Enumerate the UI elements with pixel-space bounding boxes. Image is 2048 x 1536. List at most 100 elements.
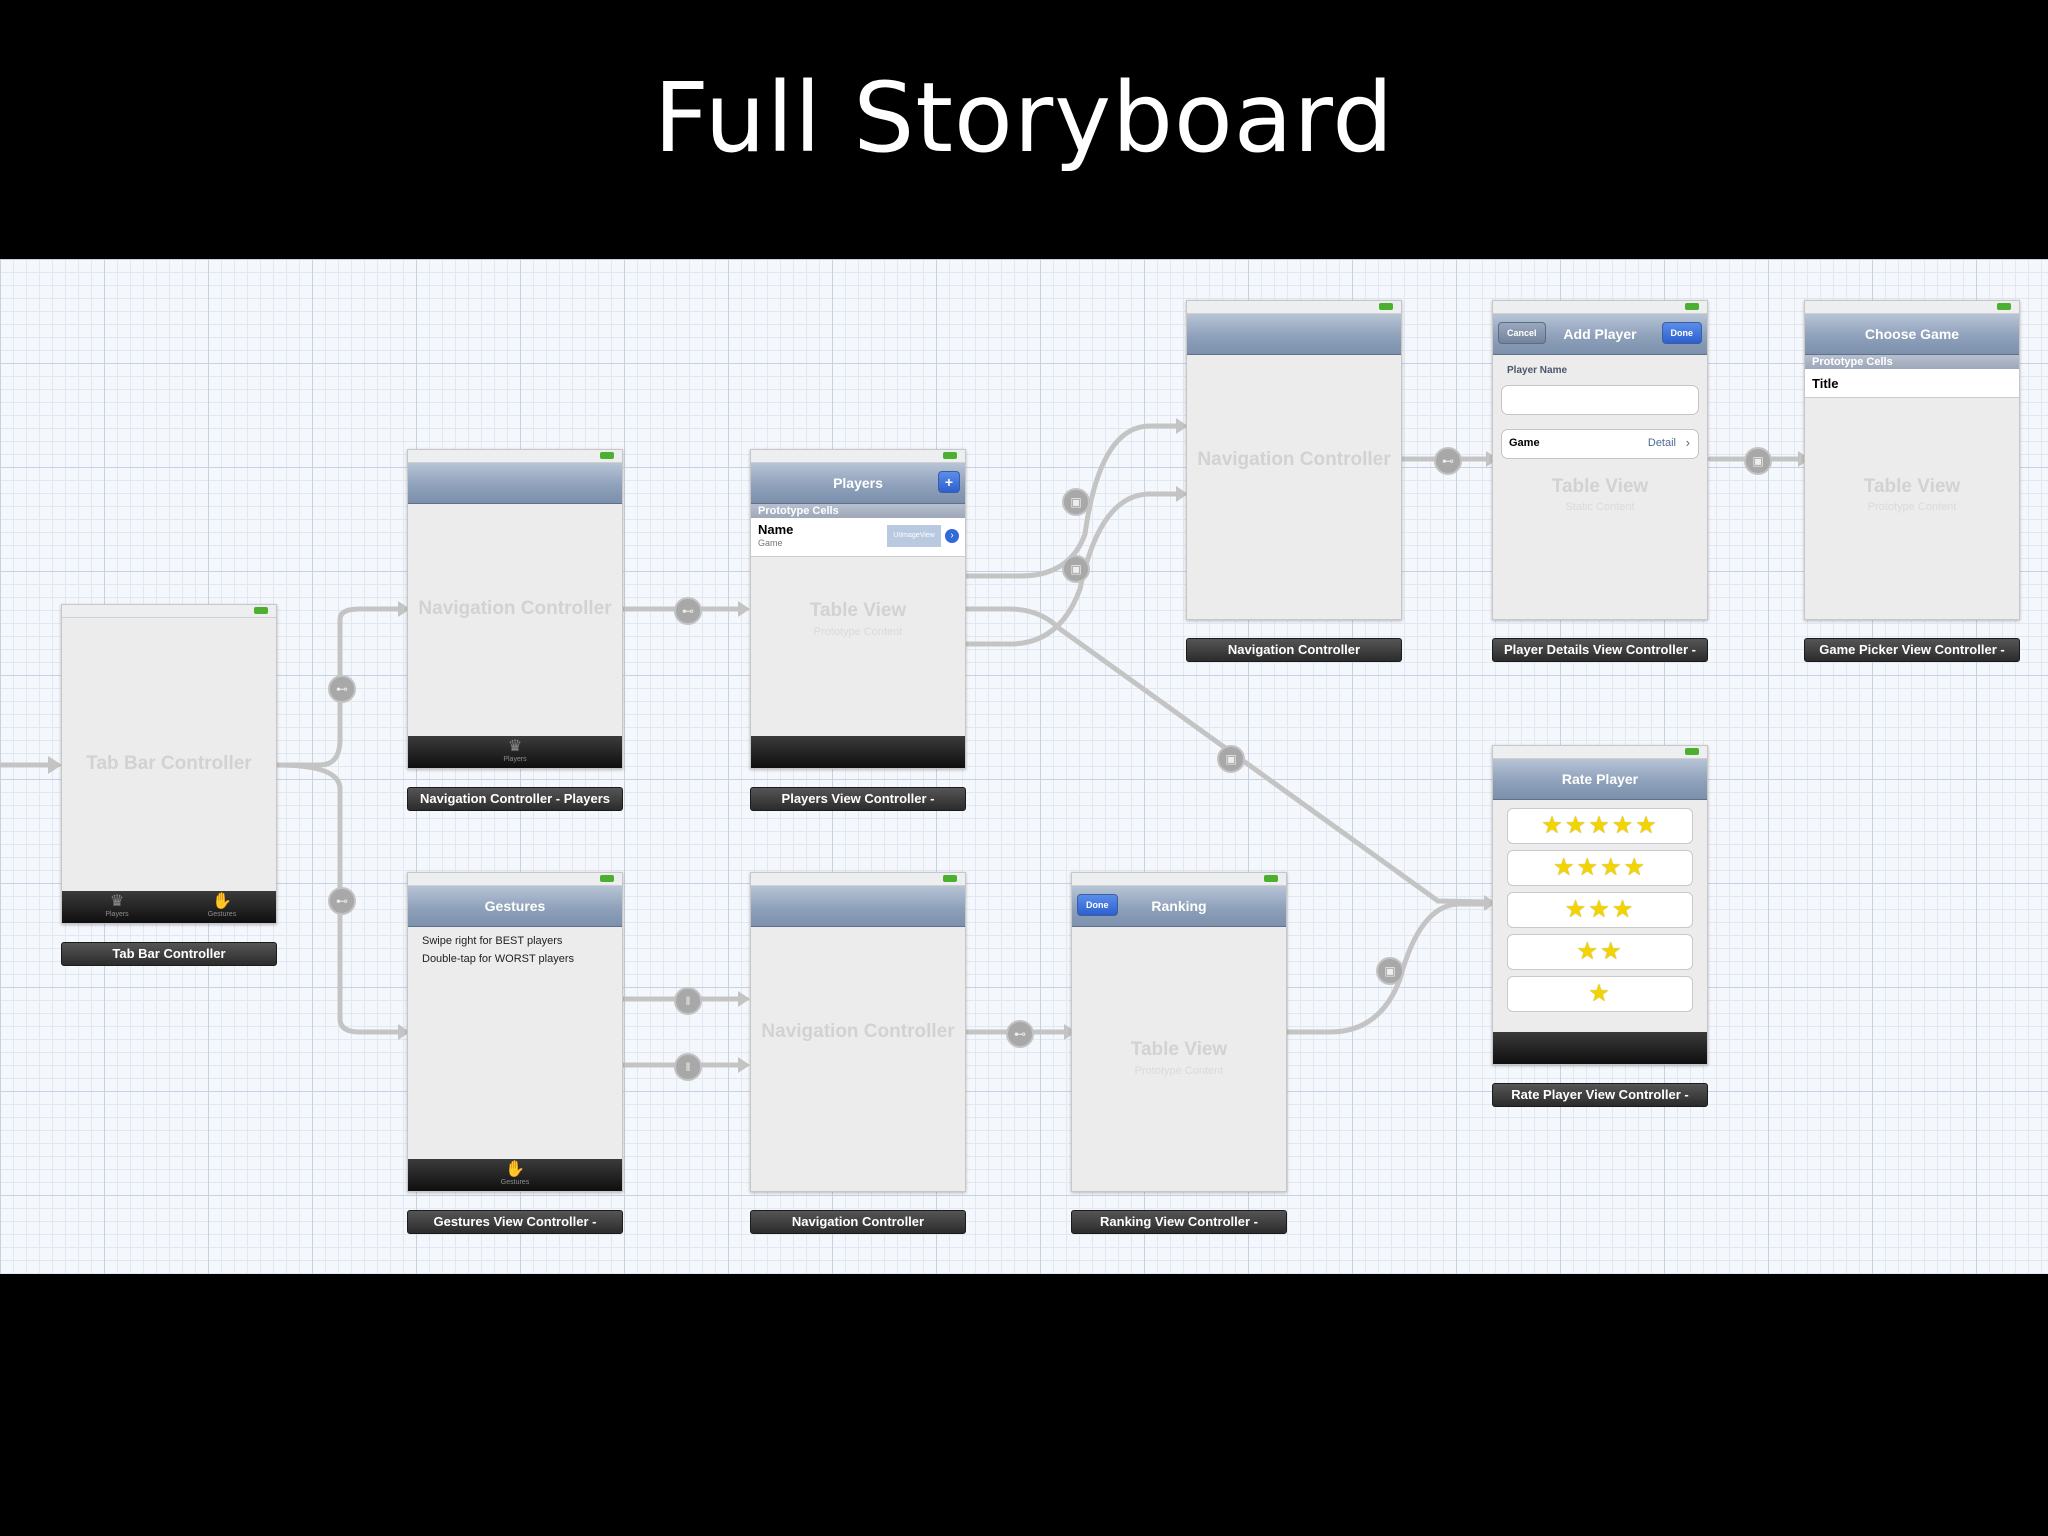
tab-players-label: Players [105, 911, 129, 918]
players-view-controller-scene[interactable]: Players + Prototype Cells Name Game UIIm… [750, 449, 966, 769]
relationship-segue-icon[interactable]: ⊷ [328, 675, 356, 703]
cancel-button[interactable]: Cancel [1498, 322, 1546, 344]
status-bar [1187, 301, 1401, 314]
modal-segue-icon[interactable]: ▣ [1217, 745, 1245, 773]
tab-gestures[interactable]: ✋Gestures [192, 893, 252, 919]
instruction-line-2: Double-tap for WORST players [422, 953, 575, 965]
tab-bar: ♛Players [408, 736, 622, 768]
tab-gestures[interactable]: ✋Gestures [485, 1161, 545, 1187]
segue-players-to-nav-top-1 [962, 423, 1181, 579]
storyboard-canvas[interactable]: ⊷ ⊷ ⊷ ▣ ▣ ▣ ⊷ ▣ ‖ ‖ ⊷ ▣ Tab Bar Controll… [0, 259, 2048, 1274]
scene-label[interactable]: Navigation Controller - Players [407, 787, 623, 811]
navigation-bar [1187, 314, 1401, 355]
player-name-field[interactable] [1501, 385, 1699, 415]
navigation-controller-players-scene[interactable]: Navigation Controller ♛Players [407, 449, 623, 769]
modal-segue-icon[interactable]: ▣ [1062, 555, 1090, 583]
instruction-line-1: Swipe right for BEST players [422, 935, 563, 947]
scene-watermark: Navigation Controller [761, 1021, 955, 1042]
two-star-button[interactable]: ★★ [1507, 934, 1693, 970]
segue-players-to-rate [962, 606, 1491, 905]
scene-watermark-sub: Prototype Content [1867, 501, 1957, 513]
segue-icon[interactable]: ‖ [674, 987, 702, 1015]
modal-segue-icon[interactable]: ▣ [1376, 957, 1404, 985]
tab-bar: ✋Gestures [408, 1159, 622, 1191]
relationship-segue-icon[interactable]: ⊷ [1434, 447, 1462, 475]
scene-watermark: Navigation Controller [1197, 449, 1391, 470]
disclosure-icon[interactable]: › [945, 529, 959, 543]
battery-icon [943, 452, 957, 459]
done-button[interactable]: Done [1077, 894, 1118, 916]
status-bar [1805, 301, 2019, 314]
nav-title: Add Player [1563, 326, 1637, 342]
prototype-cell[interactable]: Title [1805, 369, 2019, 398]
relationship-segue-icon[interactable]: ⊷ [674, 597, 702, 625]
five-star-button[interactable]: ★★★★★ [1507, 808, 1693, 844]
scene-label[interactable]: Player Details View Controller - [1492, 638, 1708, 662]
battery-icon [1685, 303, 1699, 310]
player-details-view-controller-scene[interactable]: Cancel Add Player Done Player Name Game … [1492, 300, 1708, 620]
scene-label[interactable]: Ranking View Controller - [1071, 1210, 1287, 1234]
status-bar [1072, 873, 1286, 886]
scene-label[interactable]: Navigation Controller [750, 1210, 966, 1234]
nav-title: Ranking [1151, 898, 1207, 914]
three-star-button[interactable]: ★★★ [1507, 892, 1693, 928]
arrowhead-rate [1484, 895, 1496, 911]
scene-label[interactable]: Game Picker View Controller - [1804, 638, 2020, 662]
navigation-bar: Rate Player [1493, 759, 1707, 800]
battery-icon [943, 875, 957, 882]
arrowhead-nav-top-2 [1176, 486, 1188, 502]
tab-gestures-label: Gestures [207, 911, 237, 918]
scene-label[interactable]: Navigation Controller [1186, 638, 1402, 662]
navigation-bar: Choose Game [1805, 314, 2019, 355]
tab-players[interactable]: ♛Players [87, 893, 147, 919]
prototype-cell[interactable]: Name Game UIImageView › [751, 518, 965, 557]
navigation-controller-bottom-scene[interactable]: Navigation Controller [750, 872, 966, 1192]
rate-player-view-controller-scene[interactable]: Rate Player ★★★★★ ★★★★ ★★★ ★★ ★ [1492, 745, 1708, 1065]
scene-watermark-sub: Prototype Content [813, 626, 903, 638]
push-segue-icon[interactable]: ▣ [1744, 447, 1772, 475]
navigation-controller-top-scene[interactable]: Navigation Controller [1186, 300, 1402, 620]
scene-watermark: Table View [1551, 476, 1649, 497]
four-star-button[interactable]: ★★★★ [1507, 850, 1693, 886]
scene-watermark-sub: Static Content [1565, 501, 1635, 513]
navigation-bar [408, 463, 622, 504]
chevron-right-icon: › [1685, 435, 1690, 450]
scene-watermark: Table View [1863, 476, 1961, 497]
add-button[interactable]: + [937, 471, 960, 493]
relationship-segue-icon[interactable]: ⊷ [328, 887, 356, 915]
battery-icon [1379, 303, 1393, 310]
navigation-bar [751, 886, 965, 927]
tab-bar [751, 736, 965, 768]
battery-icon [600, 875, 614, 882]
segue-icon[interactable]: ‖ [674, 1053, 702, 1081]
scene-watermark: Table View [1130, 1039, 1228, 1060]
scene-label[interactable]: Gestures View Controller - [407, 1210, 623, 1234]
relationship-segue-icon[interactable]: ⊷ [1006, 1020, 1034, 1048]
scene-label[interactable]: Tab Bar Controller [61, 942, 277, 966]
scene-label[interactable]: Rate Player View Controller - [1492, 1083, 1708, 1107]
modal-segue-icon[interactable]: ▣ [1062, 488, 1090, 516]
tab-bar-controller-scene[interactable]: Tab Bar Controller ♛Players ✋Gestures [61, 604, 277, 924]
one-star-button[interactable]: ★ [1507, 976, 1693, 1012]
scene-label[interactable]: Players View Controller - [750, 787, 966, 811]
status-bar [408, 450, 622, 463]
tab-gestures-label: Gestures [500, 1179, 530, 1186]
game-label: Game [1509, 437, 1540, 449]
gestures-view-controller-scene[interactable]: Gestures Swipe right for BEST players Do… [407, 872, 623, 1192]
game-picker-view-controller-scene[interactable]: Choose Game Prototype Cells Title Table … [1804, 300, 2020, 620]
game-detail: Detail [1647, 437, 1676, 449]
navigation-bar: Cancel Add Player Done [1493, 314, 1707, 355]
arrowhead-nav-top-1 [1176, 418, 1188, 434]
status-bar [1493, 301, 1707, 314]
segue-players-to-nav-top-2 [962, 491, 1181, 647]
battery-icon [600, 452, 614, 459]
battery-icon [1264, 875, 1278, 882]
game-cell[interactable]: Game Detail › [1501, 429, 1699, 459]
done-button[interactable]: Done [1661, 322, 1702, 344]
section-header: Prototype Cells [1805, 355, 2019, 369]
ranking-view-controller-scene[interactable]: Done Ranking Table View Prototype Conten… [1071, 872, 1287, 1192]
tab-players[interactable]: ♛Players [485, 738, 545, 764]
tab-bar: ♛Players ✋Gestures [62, 891, 276, 923]
scene-watermark: Tab Bar Controller [86, 753, 252, 774]
image-view: UIImageView [887, 525, 941, 547]
